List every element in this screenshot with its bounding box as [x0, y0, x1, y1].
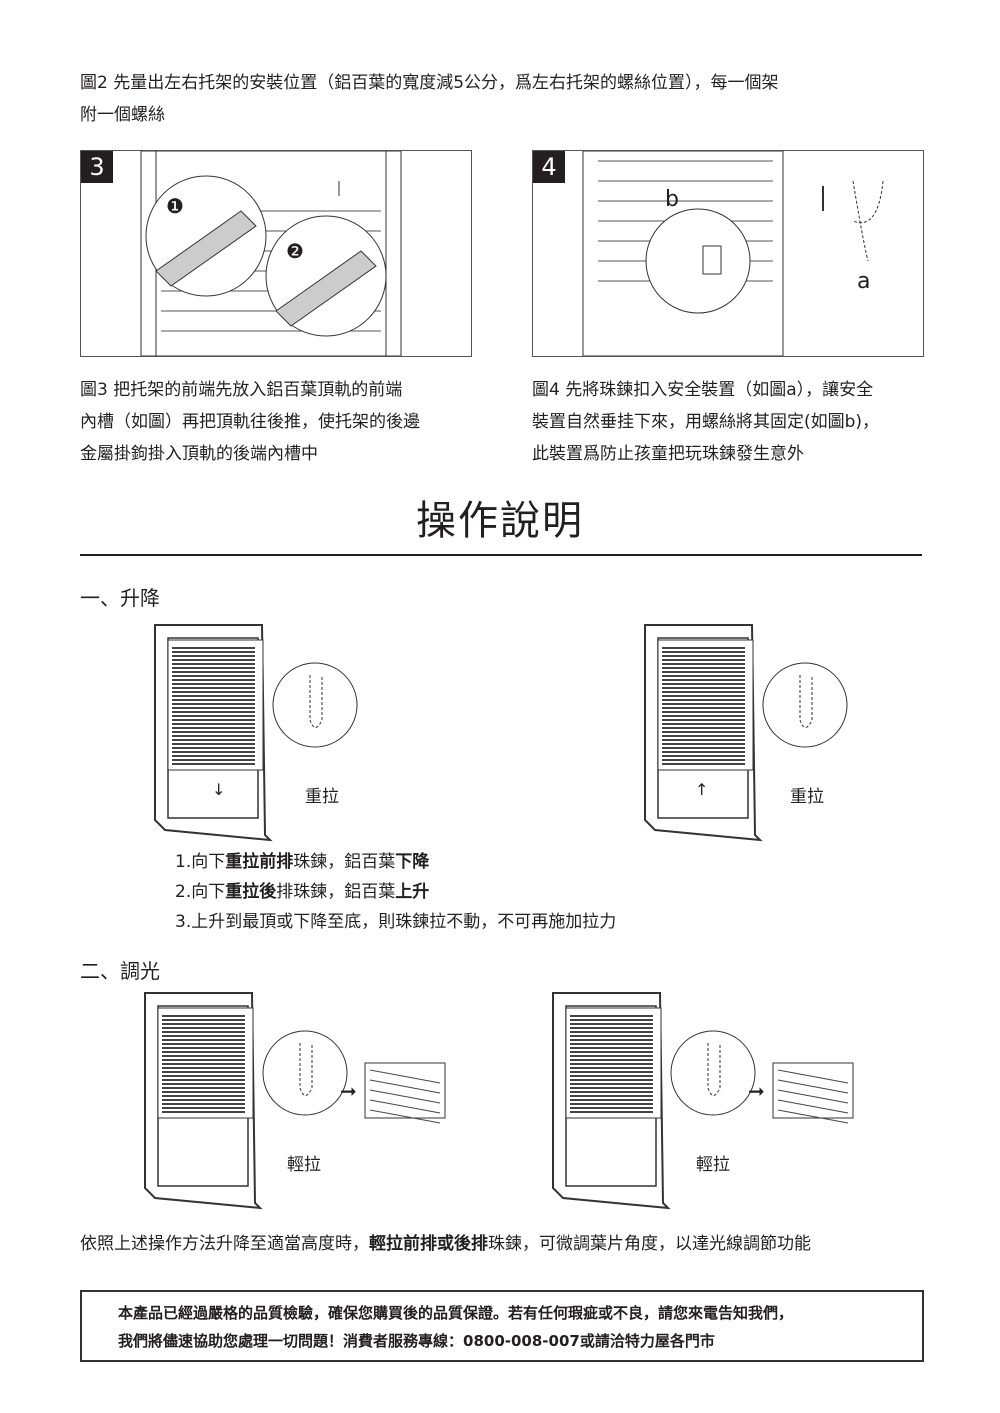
window-tilt-front-illustration: ➞ [144, 992, 446, 1210]
fig3-caption-2: 內槽（如圖）再把頂軌往後推，使托架的後邊 [80, 412, 420, 432]
step-1: 1.向下重拉前排珠鍊，鋁百葉下降 [175, 852, 430, 872]
fig4-caption-1: 圖4 先將珠鍊扣入安全裝置（如圖a），讓安全 [532, 380, 874, 400]
notice-line-1: 本產品已經過嚴格的品質檢驗，確保您購買後的品質保證。若有任何瑕疵或不良，請您來電… [118, 1304, 794, 1322]
window-raise-illustration: ↑ [644, 624, 848, 842]
figure-4: 4 b a [532, 150, 924, 357]
label-b: b [665, 187, 679, 212]
page-title: 操作說明 [416, 498, 584, 544]
section-tilt-heading: 二、調光 [80, 959, 160, 983]
fig4-caption-2: 裝置自然垂挂下來，用螺絲將其固定(如圖b)， [532, 412, 880, 432]
pull-label: 重拉 [305, 787, 339, 807]
intro-line-1: 圖2 先量出左右托架的安裝位置（鋁百葉的寬度減5公分，爲左右托架的螺絲位置），每… [80, 73, 779, 93]
figure-3: 3 ❶ ❷ [80, 150, 472, 357]
bracket-illustration [140, 151, 402, 356]
fig4-caption-3: 此裝置爲防止孩童把玩珠鍊發生意外 [532, 444, 804, 464]
window-lower-illustration: ↓ [154, 624, 358, 842]
tilt-note: 依照上述操作方法升降至適當高度時，輕拉前排或後排珠鍊，可微調葉片角度，以達光線調… [80, 1234, 811, 1254]
marker-1: ❶ [166, 194, 184, 218]
label-a: a [857, 269, 871, 294]
gentle-pull-label: 輕拉 [287, 1155, 321, 1175]
quality-notice-box: 本產品已經過嚴格的品質檢驗，確保您購買後的品質保證。若有任何瑕疵或不良，請您來電… [80, 1290, 924, 1362]
fig3-caption-3: 金屬掛鉤掛入頂軌的後端內槽中 [80, 444, 318, 464]
fig3-caption-1: 圖3 把托架的前端先放入鋁百葉頂軌的前端 [80, 380, 403, 400]
svg-text:➞: ➞ [748, 1079, 765, 1103]
notice-line-2: 我們將儘速協助您處理一切問題！消費者服務專線：0800-008-007或請洽特力… [118, 1332, 715, 1350]
pull-label: 重拉 [790, 787, 824, 807]
window-tilt-back-illustration: ➞ [552, 992, 854, 1210]
gentle-pull-label: 輕拉 [696, 1155, 730, 1175]
figure-number: 4 [533, 151, 565, 183]
step-3: 3.上升到最頂或下降至底，則珠鍊拉不動，不可再施加拉力 [175, 912, 617, 932]
figure-number: 3 [81, 151, 113, 183]
marker-2: ❷ [286, 239, 304, 263]
svg-text:↓: ↓ [212, 780, 225, 799]
title-divider [80, 554, 922, 556]
svg-text:↑: ↑ [695, 780, 708, 799]
step-2: 2.向下重拉後排珠鍊，鋁百葉上升 [175, 882, 430, 902]
safety-device-illustration [582, 151, 884, 356]
intro-line-2: 附一個螺絲 [80, 105, 165, 125]
svg-text:➞: ➞ [340, 1079, 357, 1103]
section-raise-lower-heading: 一、升降 [80, 586, 160, 610]
